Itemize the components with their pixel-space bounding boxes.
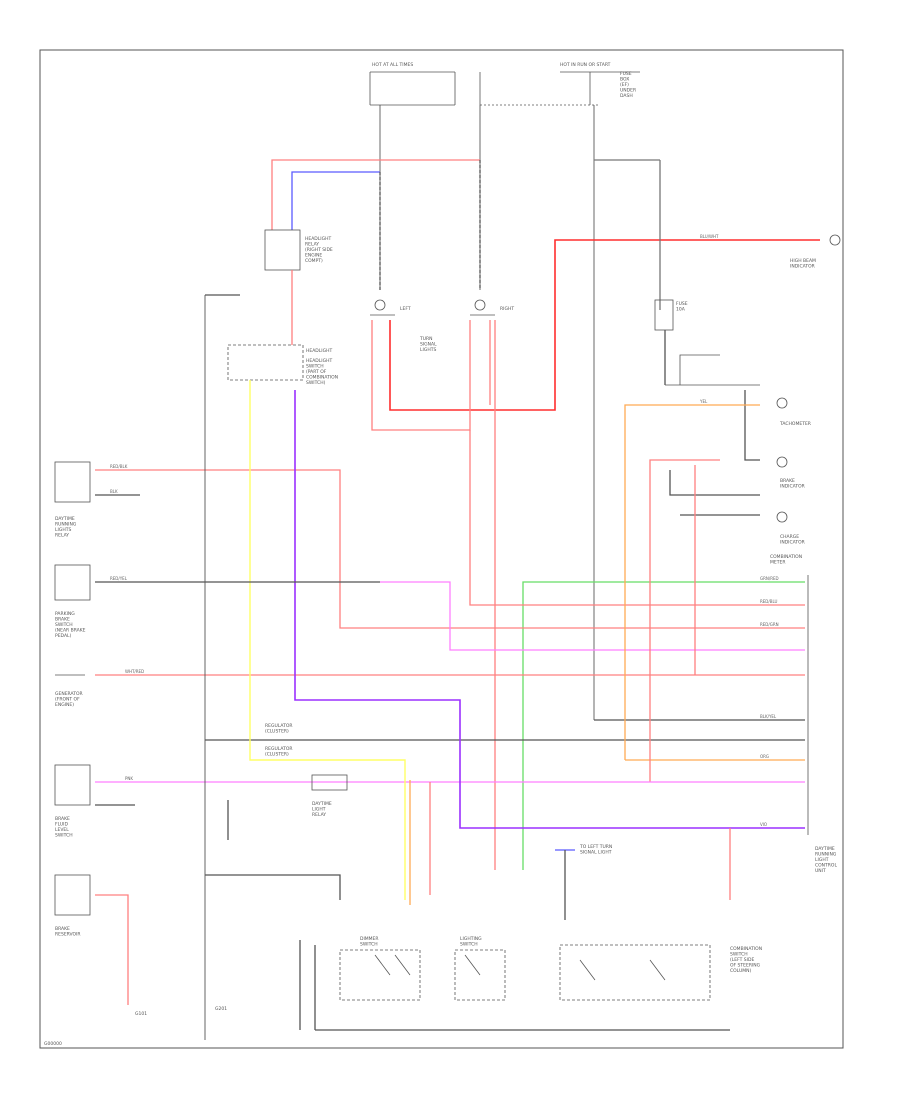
dimmer-switch [339, 949, 421, 1001]
brake-fluid-switch [54, 764, 91, 806]
fuse-box-top [369, 71, 640, 720]
wire-label: PNK [125, 776, 133, 781]
combination-switch [559, 944, 711, 1001]
wire-label: RED/BLK [110, 464, 128, 469]
wire-purple [294, 390, 805, 829]
wire-label: RED/GRN [760, 622, 779, 627]
left-headlight [370, 299, 395, 316]
daytime-running-relay [54, 461, 91, 503]
daytime-light-relay [311, 774, 348, 791]
headlight-relay [264, 229, 301, 271]
wire-label: ORG [760, 754, 769, 759]
page-code: G00000 [44, 1041, 62, 1047]
hot-run-start-label: HOT IN RUN OR START [560, 62, 611, 68]
wire-red-relay-feed [271, 159, 480, 230]
wire-label: BLU/WHT [700, 234, 719, 239]
right-headlight [470, 299, 495, 316]
wire-yellow [249, 380, 406, 900]
wire-red-headlight-loop [389, 239, 820, 411]
brake-indicator [776, 456, 788, 468]
parking-brake-switch [54, 564, 91, 601]
brake-reservoir [54, 874, 91, 916]
right-headlight-label: RIGHT [500, 306, 514, 312]
tachometer [665, 354, 788, 409]
fuse-box-label: HOT AT ALL TIMES HOT IN RUN OR START [372, 62, 611, 68]
wire-label: RED/BLU [760, 599, 778, 604]
wire-label: RED/YEL [110, 576, 128, 581]
wire-label: YEL [699, 399, 708, 404]
cluster-fuse [654, 299, 674, 331]
wire-label: BLK [110, 489, 118, 494]
regulator-a-label: REGULATOR(CLUSTER) [265, 723, 293, 735]
wire-label: VIO [760, 822, 767, 827]
wire-color-labels: RED/BLK BLK RED/YEL WHT/RED PNK GRN/RED … [110, 234, 779, 827]
wire-pink [380, 581, 805, 651]
wire-red-1 [469, 430, 805, 606]
headlight-switch-label: HEADLIGHT [306, 348, 332, 354]
right-ground-label: G201 [215, 1006, 227, 1012]
regulator-b-label: REGULATOR(CLUSTER) [265, 746, 293, 758]
wire-label: BLK/YEL [760, 714, 777, 719]
hi-beam-indicator [829, 234, 841, 246]
left-ground-label: G101 [135, 1011, 147, 1017]
wire-label: WHT/RED [125, 669, 144, 674]
wire-red-4 [649, 459, 720, 782]
left-headlight-label: LEFT [400, 306, 411, 312]
diagram-frame [39, 49, 844, 1049]
wire-red-lt-headlight [371, 320, 471, 431]
charge-indicator [776, 511, 788, 523]
wire-label: GRN/RED [760, 576, 779, 581]
lighting-switch [454, 949, 506, 1001]
hot-all-times-label: HOT AT ALL TIMES [372, 62, 413, 68]
tachometer-label: TACHOMETER [779, 421, 811, 427]
wire-green [522, 581, 805, 870]
headlight-switch [227, 344, 304, 381]
wire-orange [624, 404, 760, 760]
wire-red-2 [95, 469, 805, 629]
wire-blue-relay [291, 171, 380, 230]
